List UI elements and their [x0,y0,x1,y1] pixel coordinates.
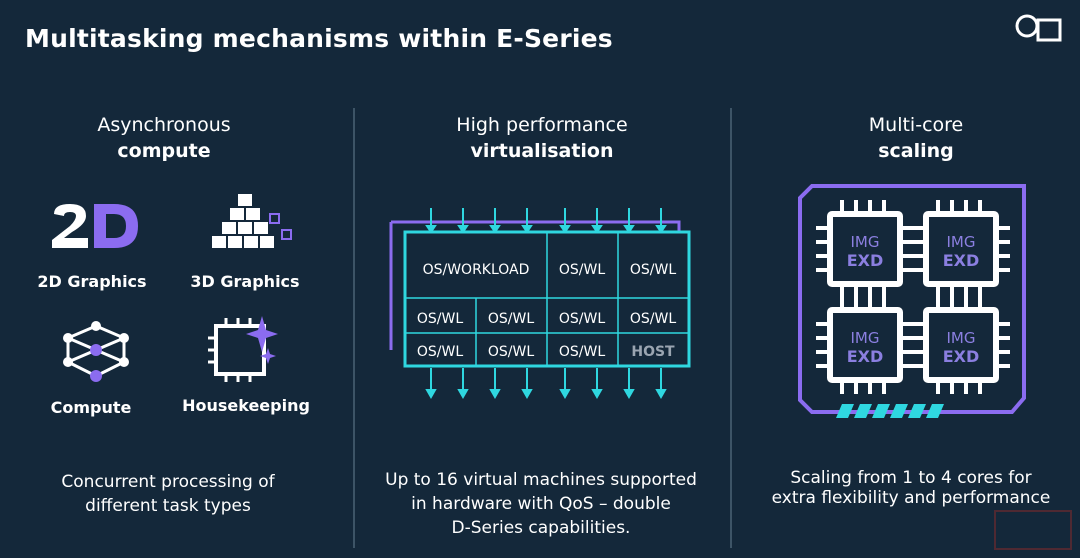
caption-line: Concurrent processing of [61,472,275,492]
caption-line: in hardware with QoS – double [411,494,671,514]
caption-line: different task types [85,496,251,516]
vm-cell-host: HOST [631,344,675,360]
3d-cubes-icon [212,194,292,248]
chip-line1: IMG [947,329,976,347]
chip: IMG EXD [816,296,914,394]
caption-line: Up to 16 virtual machines supported [385,470,697,490]
compute-network-icon [63,321,129,382]
vm-cell: OS/WL [559,344,605,360]
column-divider [730,108,732,548]
item-label-compute: Compute [50,398,132,417]
vm-cell: OS/WL [417,311,463,327]
column-heading-virt: High performance virtualisation [430,112,654,164]
vm-cell: OS/WL [488,311,534,327]
chip-line1: IMG [947,233,976,251]
chip-line1: IMG [851,233,880,251]
multicore-chip-diagram: IMG EXD IMG EXD IMG EXD IMG [798,184,1026,418]
item-label-3d: 3D Graphics [190,272,300,291]
heading-line1: Multi-core [868,114,964,136]
caption-async: Concurrent processing of different task … [30,470,306,518]
heading-line1: Asynchronous [97,114,231,136]
vm-cell: OS/WL [630,262,676,278]
caption-line: Scaling from 1 to 4 cores for [790,468,1032,488]
chip-line2: EXD [847,251,884,270]
chip: IMG EXD [912,296,1010,394]
caption-virt: Up to 16 virtual machines supported in h… [368,468,714,540]
brand-logo-icon [1015,14,1062,42]
housekeeping-chip-sparkle-icon [208,316,278,382]
2d-graphics-icon [52,204,138,248]
vm-cell: OS/WL [488,344,534,360]
column-heading-async: Asynchronous compute [64,112,264,164]
caption-multicore: Scaling from 1 to 4 cores for extra flex… [756,468,1066,508]
vm-cell: OS/WL [630,311,676,327]
heading-line2: scaling [878,140,954,162]
caption-line: extra flexibility and performance [771,488,1051,508]
vm-cell: OS/WL [559,311,605,327]
vm-cell: OS/WL [417,344,463,360]
item-label-housekeeping: Housekeeping [182,396,310,415]
vm-cell: OS/WL [559,262,605,278]
chip-line2: EXD [847,347,884,366]
column-divider [353,108,355,548]
page-title: Multitasking mechanisms within E-Series [25,24,613,53]
chip-line1: IMG [851,329,880,347]
watermark-stamp [994,510,1072,550]
heading-line2: compute [117,140,211,162]
caption-line: D-Series capabilities. [451,518,631,538]
column-heading-multicore: Multi-core scaling [816,112,1016,164]
chip: IMG EXD [912,200,1010,298]
item-label-2d: 2D Graphics [37,272,147,291]
chip-line2: EXD [943,251,980,270]
vm-grid-diagram: OS/WORKLOAD OS/WL OS/WL OS/WL OS/WL OS/W… [389,208,691,400]
vm-cell: OS/WORKLOAD [423,262,530,278]
heading-line2: virtualisation [470,140,614,162]
chip: IMG EXD [816,200,914,298]
chip-line2: EXD [943,347,980,366]
heading-line1: High performance [456,114,628,136]
